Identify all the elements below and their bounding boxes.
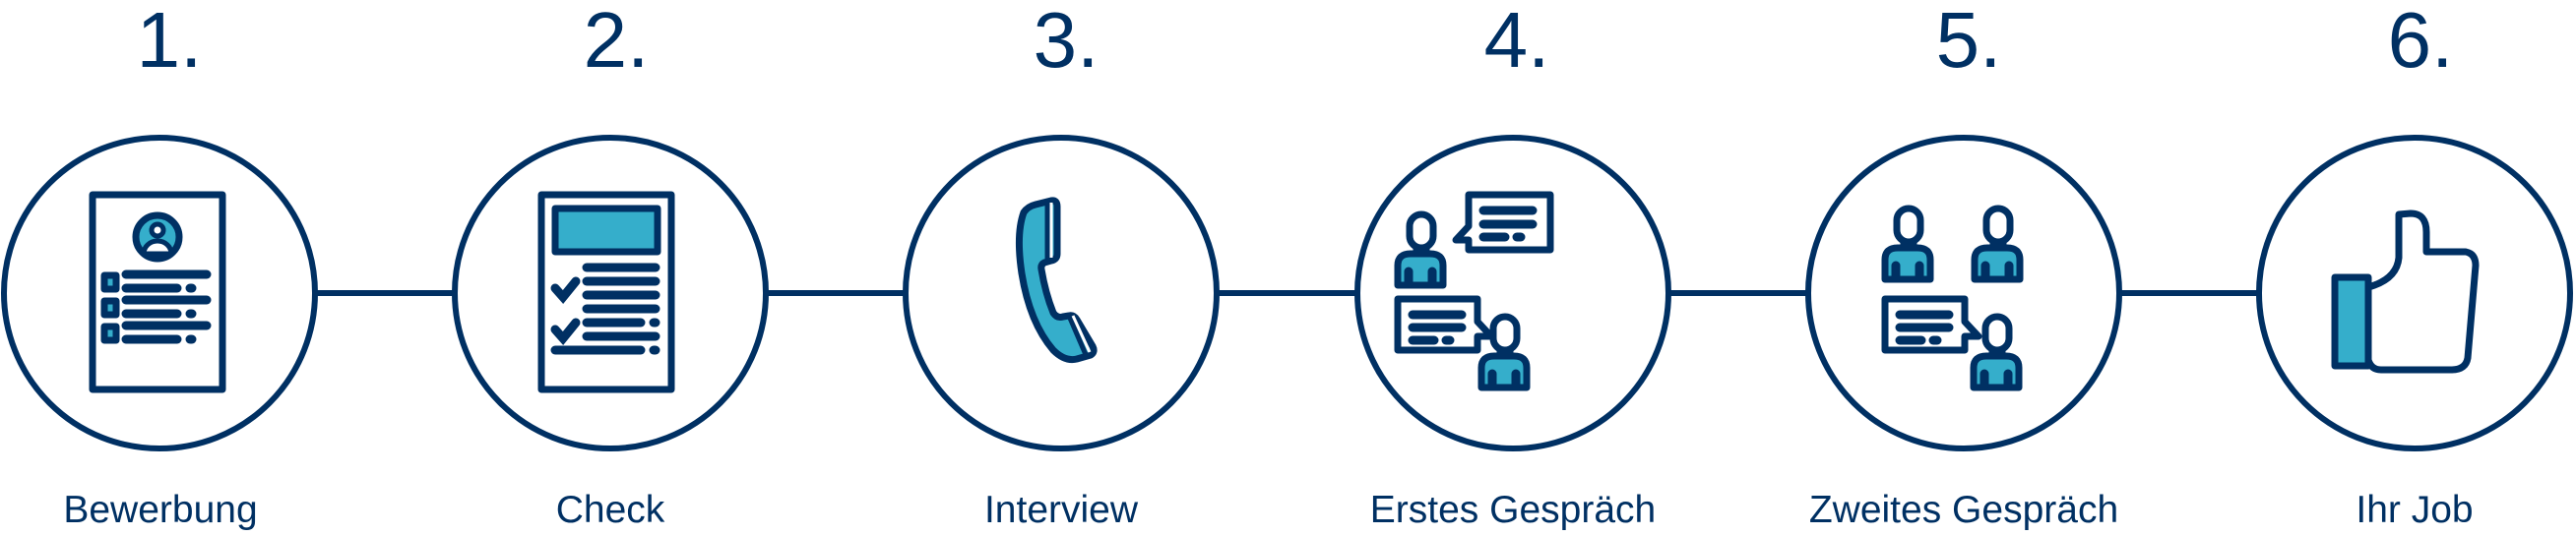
step-label: Check [556,489,665,531]
step-label: Zweites Gespräch [1809,489,2118,531]
step-label: Ihr Job [2356,489,2473,531]
group-conversation-icon [1881,205,2024,391]
step-number: 4. [1484,0,1550,84]
step-number: 6. [2388,0,2454,84]
step-label: Erstes Gespräch [1370,489,1656,531]
phone-icon [1015,197,1098,364]
step-circle [1805,135,2122,451]
step-5: 5. Zweites Gespräch [1805,0,2122,531]
step-1: 1. Bewerbung [1,0,318,531]
resume-document-icon [89,191,226,393]
step-label: Bewerbung [63,489,257,531]
step-2: 2. Check [452,0,769,531]
step-number: 2. [584,0,650,84]
step-label: Interview [984,489,1139,531]
conversation-icon [1394,191,1554,391]
step-6: 6. Ihr Job [2256,0,2573,531]
thumbs-up-icon [2331,209,2480,374]
step-circle [903,135,1220,451]
step-4: 4. Erstes Gespräch [1354,0,1671,531]
step-circle [1354,135,1671,451]
step-number: 1. [137,0,203,84]
step-number: 3. [1034,0,1100,84]
checklist-document-icon [537,191,675,393]
step-number: 5. [1936,0,2002,84]
step-3: 3. Interview [903,0,1220,531]
